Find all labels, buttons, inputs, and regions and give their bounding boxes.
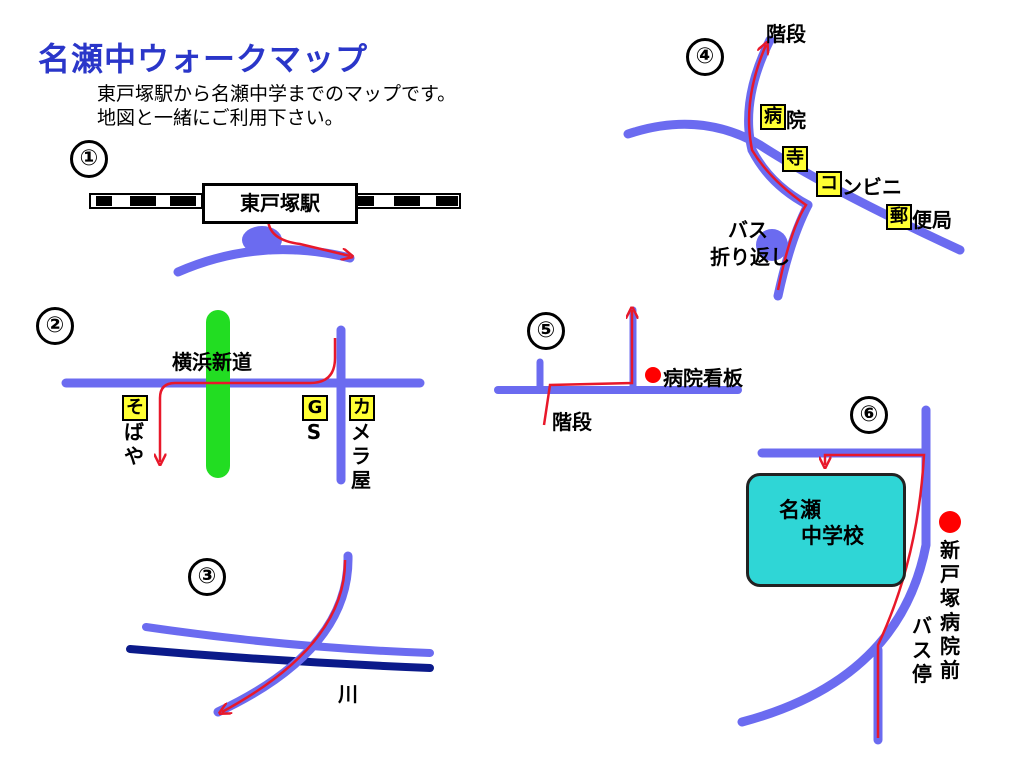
- bus-stop-label: バス停: [912, 614, 932, 686]
- post-office-box: 郵: [886, 204, 912, 230]
- route-map3: [222, 559, 347, 712]
- nase-junior-high-school: 名瀬 中学校: [746, 473, 906, 587]
- map2-yokohama-shindo-area: [61, 310, 425, 485]
- step-number-3: ③: [188, 558, 226, 596]
- step-number-6: ⑥: [850, 396, 888, 434]
- marker-bus-stop: [939, 511, 961, 533]
- river-label: 川: [338, 682, 358, 706]
- step-number-2: ②: [36, 307, 74, 345]
- marker-hospital-sign: [645, 367, 661, 383]
- gas-station-label: S: [306, 420, 322, 444]
- page-subtitle: 東戸塚駅から名瀬中学までのマップです。 地図と一緒にご利用下さい。: [97, 82, 456, 130]
- route-map4: [747, 45, 808, 291]
- stairs-label-map4: 階段: [766, 22, 806, 46]
- convenience-store-label: ンビニ: [842, 175, 902, 199]
- subtitle-line-1: 東戸塚駅から名瀬中学までのマップです。: [97, 83, 457, 105]
- map6-school-area: [737, 405, 961, 745]
- soba-shop-label: ばや: [124, 420, 144, 468]
- page-title: 名瀬中ウォークマップ: [38, 40, 369, 78]
- road-map3-diagonal: [213, 551, 353, 717]
- bus-turnaround: [756, 229, 788, 261]
- school-label-1: 名瀬: [779, 498, 821, 522]
- map1-station-area: [89, 193, 461, 277]
- camera-shop-label: メラ屋: [351, 420, 371, 492]
- road-map6-vertical: [737, 405, 931, 727]
- river-line: [126, 645, 434, 672]
- post-office-label: 便局: [912, 208, 952, 232]
- map3-river-area: [126, 551, 434, 717]
- step-number-4: ④: [686, 38, 724, 76]
- school-label-2: 中学校: [801, 524, 864, 548]
- route-map6: [825, 453, 926, 738]
- road-label-yokohama-shindo: 横浜新道: [172, 350, 252, 374]
- station-label-box: 東戸塚駅: [202, 183, 358, 224]
- station-plaza: [242, 226, 282, 254]
- road-map4-south: [773, 200, 813, 301]
- step-number-5: ⑤: [527, 312, 565, 350]
- road-map3-horizontal: [142, 623, 434, 657]
- map5-stairs-area: [494, 310, 742, 426]
- stairs-label-map5: 階段: [552, 410, 592, 434]
- route-map5: [542, 310, 632, 426]
- convenience-store-box: コ: [816, 171, 842, 197]
- bus-turnaround-label-1: バス: [728, 218, 768, 242]
- hospital-label: 院: [786, 108, 806, 132]
- subtitle-line-2: 地図と一緒にご利用下さい。: [97, 107, 344, 129]
- temple-box: 寺: [782, 146, 808, 172]
- railway-track: [89, 193, 461, 209]
- route-map2: [160, 338, 337, 462]
- hospital-box: 病: [760, 104, 786, 130]
- soba-shop-box: そ: [122, 395, 148, 421]
- camera-shop-box: カ: [349, 395, 375, 421]
- hospital-sign-label: 病院看板: [663, 366, 743, 390]
- bus-stop-name-label: 新戸塚病院前: [940, 538, 960, 682]
- step-number-1: ①: [70, 140, 108, 178]
- bus-turnaround-label-2: 折り返し: [710, 245, 790, 269]
- gas-station-box: G: [302, 395, 328, 421]
